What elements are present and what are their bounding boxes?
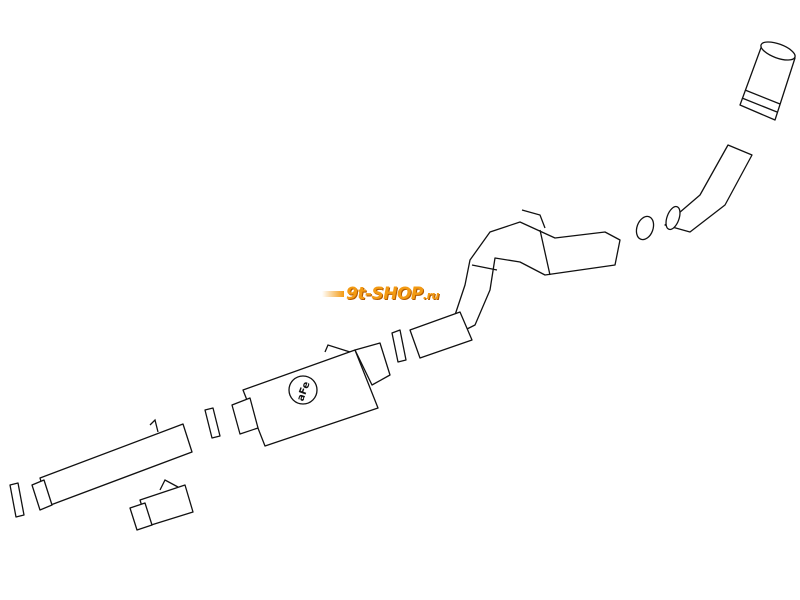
pipe-segment bbox=[391, 311, 473, 363]
clamp bbox=[635, 215, 655, 241]
watermark-suffix: .ru bbox=[422, 289, 439, 302]
upper-bend-pipe bbox=[664, 144, 753, 233]
watermark-streak bbox=[322, 291, 344, 297]
coupler bbox=[204, 407, 221, 439]
down-pipe bbox=[129, 479, 194, 531]
watermark-text: 9t-SHOP bbox=[346, 284, 423, 304]
watermark-logo: 9t-SHOP.ru bbox=[322, 284, 439, 304]
muffler: aFe bbox=[231, 342, 391, 447]
s-bend-pipe bbox=[444, 209, 621, 341]
coupler bbox=[9, 482, 25, 518]
front-pipe bbox=[31, 418, 193, 511]
exhaust-tip bbox=[739, 41, 796, 121]
